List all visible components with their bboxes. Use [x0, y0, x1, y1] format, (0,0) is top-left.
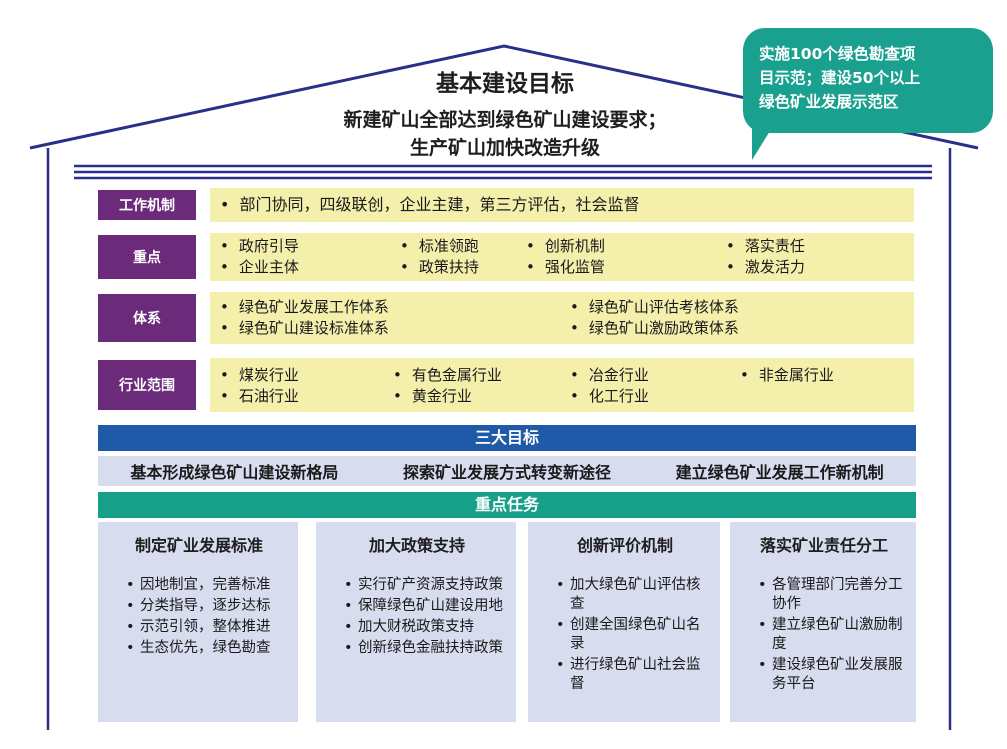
row-item: 有色金属行业	[393, 364, 502, 386]
task-item: 建设绿色矿业发展服务平台	[758, 656, 908, 694]
task-item: 各管理部门完善分工协作	[758, 576, 908, 614]
key-tasks-heading: 重点任务	[98, 492, 916, 518]
row-item: 非金属行业	[740, 364, 834, 386]
goal-item: 探索矿业发展方式转变新途径	[402, 463, 611, 482]
task-item: 创建全国绿色矿山名录	[556, 616, 712, 654]
task-item: 示范引领，整体推进	[126, 618, 290, 637]
row-label-industry-scope: 行业范围	[98, 360, 196, 410]
row-panel-industry-scope: 煤炭行业 有色金属行业 冶金行业 非金属行业 石油行业 黄金行业 化工行业	[210, 358, 914, 412]
row-item: 激发活力	[726, 256, 805, 278]
task-column-policy: 加大政策支持 实行矿产资源支持政策 保障绿色矿山建设用地 加大财税政策支持 创新…	[316, 522, 516, 722]
row-item: 绿色矿山建设标准体系	[220, 317, 389, 339]
callout-line: 绿色矿业发展示范区	[759, 93, 899, 111]
row-item: 煤炭行业	[220, 364, 299, 386]
row-item: 部门协同，四级联创，企业主建，第三方评估，社会监督	[220, 194, 639, 216]
row-item: 落实责任	[726, 235, 805, 257]
row-item: 石油行业	[220, 385, 299, 407]
callout-line: 实施100个绿色勘查项	[759, 45, 916, 63]
task-item: 建立绿色矿山激励制度	[758, 616, 908, 654]
three-goals-list: 基本形成绿色矿山建设新格局 探索矿业发展方式转变新途径 建立绿色矿业发展工作新机…	[98, 456, 916, 486]
task-item: 因地制宜，完善标准	[126, 576, 290, 595]
callout-line: 目示范；建设50个以上	[759, 69, 921, 87]
task-item: 进行绿色矿山社会监督	[556, 656, 712, 694]
row-label-focus: 重点	[98, 235, 196, 279]
task-column-title: 落实矿业责任分工	[759, 536, 888, 555]
row-label-mechanism: 工作机制	[98, 190, 196, 220]
task-item: 生态优先，绿色勘查	[126, 639, 290, 658]
task-item: 实行矿产资源支持政策	[344, 576, 508, 595]
row-item: 创新机制	[526, 235, 605, 257]
task-column-title: 创新评价机制	[576, 536, 673, 555]
row-item: 绿色矿山激励政策体系	[570, 317, 739, 339]
row-item: 政策扶持	[400, 256, 479, 278]
task-column-title: 加大政策支持	[368, 536, 465, 555]
row-item: 冶金行业	[570, 364, 649, 386]
subtitle-line-1: 新建矿山全部达到绿色矿山建设要求；	[343, 109, 667, 131]
page-title: 基本建设目标	[436, 71, 574, 97]
row-item: 标准领跑	[400, 235, 479, 257]
subtitle-line-2: 生产矿山加快改造升级	[409, 137, 600, 159]
task-column-standards: 制定矿业发展标准 因地制宜，完善标准 分类指导，逐步达标 示范引领，整体推进 生…	[98, 522, 298, 722]
page-subtitle: 新建矿山全部达到绿色矿山建设要求； 生产矿山加快改造升级	[300, 106, 710, 162]
task-column-evaluation: 创新评价机制 加大绿色矿山评估核查 创建全国绿色矿山名录 进行绿色矿山社会监督	[528, 522, 720, 722]
task-item: 分类指导，逐步达标	[126, 597, 290, 616]
three-goals-heading: 三大目标	[98, 425, 916, 451]
task-column-responsibility: 落实矿业责任分工 各管理部门完善分工协作 建立绿色矿山激励制度 建设绿色矿业发展…	[730, 522, 916, 722]
row-item: 化工行业	[570, 385, 649, 407]
row-panel-mechanism: 部门协同，四级联创，企业主建，第三方评估，社会监督	[210, 188, 914, 222]
row-item: 黄金行业	[393, 385, 472, 407]
row-label-system: 体系	[98, 294, 196, 342]
task-item: 加大绿色矿山评估核查	[556, 576, 712, 614]
task-column-title: 制定矿业发展标准	[134, 536, 263, 555]
row-item: 强化监管	[526, 256, 605, 278]
task-item: 保障绿色矿山建设用地	[344, 597, 508, 616]
task-item: 加大财税政策支持	[344, 618, 508, 637]
goal-item: 基本形成绿色矿山建设新格局	[130, 463, 339, 482]
row-panel-system: 绿色矿业发展工作体系 绿色矿山评估考核体系 绿色矿山建设标准体系 绿色矿山激励政…	[210, 292, 914, 344]
row-item: 政府引导	[220, 235, 299, 257]
row-item: 绿色矿业发展工作体系	[220, 296, 389, 318]
row-panel-focus: 政府引导 标准领跑 创新机制 落实责任 企业主体 政策扶持 强化监管 激发活力	[210, 233, 914, 281]
row-item: 绿色矿山评估考核体系	[570, 296, 739, 318]
callout-bubble: 实施100个绿色勘查项 目示范；建设50个以上 绿色矿业发展示范区	[743, 28, 993, 133]
goal-item: 建立绿色矿业发展工作新机制	[675, 463, 884, 482]
row-item: 企业主体	[220, 256, 299, 278]
task-item: 创新绿色金融扶持政策	[344, 639, 508, 658]
